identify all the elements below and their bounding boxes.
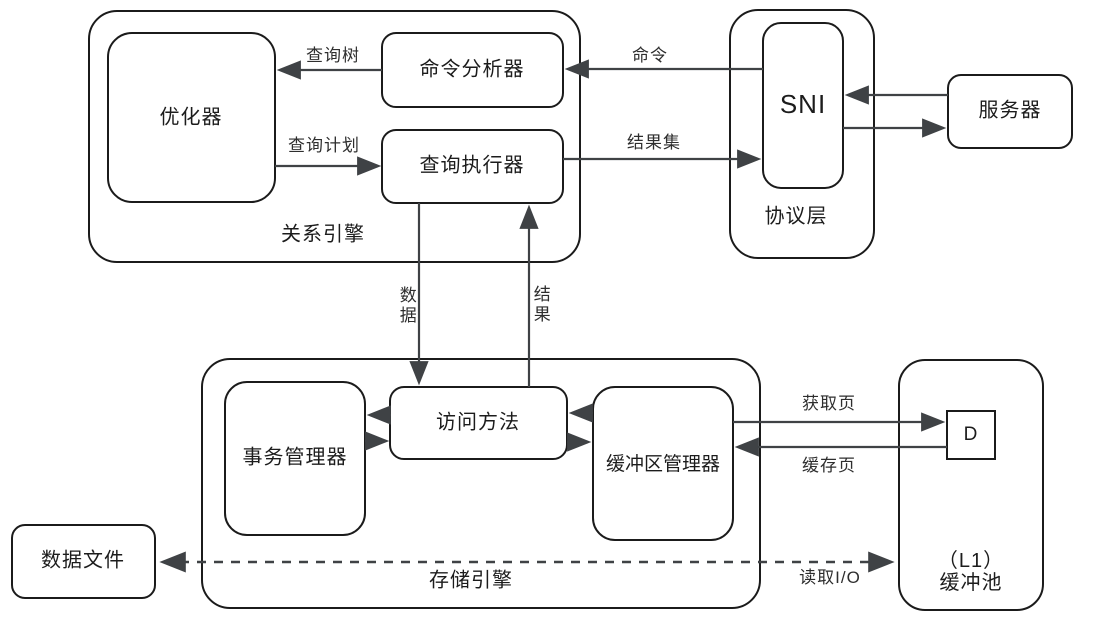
protocol-layer-label: 协议层 xyxy=(764,205,828,228)
query-tree-label: 查询树 xyxy=(306,46,360,66)
server-box xyxy=(947,74,1073,149)
query-executor-box xyxy=(381,129,564,204)
transaction-manager-label: 事务管理器 xyxy=(242,446,348,469)
cache-page-label: 缓存页 xyxy=(802,456,856,476)
buffer-pool-label-line1: （L1） xyxy=(937,550,1005,572)
query-plan-label: 查询计划 xyxy=(288,136,360,156)
buffer-manager-box xyxy=(592,386,734,541)
relational-engine-label: 关系引擎 xyxy=(281,223,365,246)
buffer-pool-label: （L1） 缓冲池 xyxy=(938,550,1004,594)
command-label: 命令 xyxy=(632,46,668,66)
access-methods-label: 访问方法 xyxy=(436,411,520,434)
result-edge-label: 结果 xyxy=(530,285,550,325)
optimizer-label: 优化器 xyxy=(159,106,223,129)
buffer-pool-label-line2: 缓冲池 xyxy=(939,572,1003,594)
read-io-label: 读取I/O xyxy=(799,568,861,588)
data-file-box xyxy=(11,524,156,599)
page-d-box xyxy=(946,410,996,460)
data-edge-label: 数据 xyxy=(396,286,416,326)
sni-box xyxy=(762,22,844,189)
result-set-label: 结果集 xyxy=(627,133,681,153)
query-executor-label: 查询执行器 xyxy=(419,154,525,177)
buffer-manager-label: 缓冲区管理器 xyxy=(605,454,721,476)
sni-label: SNI xyxy=(779,89,827,120)
fetch-page-label: 获取页 xyxy=(802,394,856,414)
command-parser-label: 命令分析器 xyxy=(419,58,525,81)
optimizer-box xyxy=(107,32,276,203)
transaction-manager-box xyxy=(224,381,366,536)
storage-engine-label: 存储引擎 xyxy=(429,569,513,592)
page-d-label: D xyxy=(963,424,979,446)
server-label: 服务器 xyxy=(978,99,1042,122)
data-file-label: 数据文件 xyxy=(41,549,125,572)
